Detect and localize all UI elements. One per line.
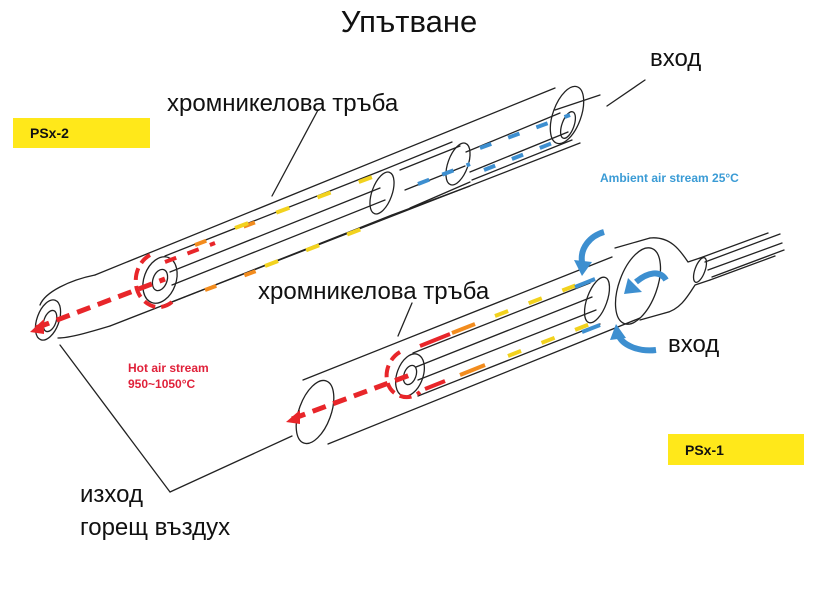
heater-psx1 <box>295 232 785 445</box>
page-title: Упътване <box>340 4 478 39</box>
tag-psx2-label: PSx-2 <box>30 125 69 141</box>
leader-tube-top <box>271 109 319 197</box>
hot-stream-top-arrow <box>30 319 44 334</box>
label-outlet-line1: изход <box>80 481 143 508</box>
leader-tube-bottom <box>397 302 413 337</box>
tag-psx2: PSx-2 <box>13 118 150 148</box>
hot-air-label-line1: Hot air stream <box>128 361 209 375</box>
label-inlet-top: вход <box>650 45 702 72</box>
flow-top-blue-c <box>483 138 561 172</box>
inlet-arrow-right-head <box>624 278 642 294</box>
inlet-arrow-top <box>578 229 605 263</box>
flow-top-blue-a <box>417 162 471 186</box>
flow-bottom-blue-a <box>574 277 596 289</box>
inlet-arrow-right <box>634 270 669 285</box>
leader-inlet-top <box>606 79 646 107</box>
flow-bottom-b-yellow <box>507 322 591 358</box>
tag-psx1: PSx-1 <box>668 434 804 465</box>
ambient-air-label: Ambient air stream 25°C <box>600 171 739 185</box>
hot-swirl-top <box>133 253 174 310</box>
hot-stream-top <box>35 276 166 331</box>
leader-outlet-2 <box>169 435 293 493</box>
hot-stream-bottom-arrow <box>286 410 300 424</box>
label-tube-top: хромникелова тръба <box>167 90 399 117</box>
flow-top-a-red <box>164 241 216 264</box>
flow-bottom-b-red <box>424 379 446 391</box>
label-inlet-bottom: вход <box>668 331 720 358</box>
tag-psx1-label: PSx-1 <box>685 441 724 458</box>
label-tube-bottom: хромникелова тръба <box>258 278 490 305</box>
hot-stream-bottom <box>291 372 411 422</box>
flow-bottom-a-yellow <box>494 278 591 318</box>
flow-bottom-blue-b <box>581 323 601 334</box>
flow-bottom-b-orange <box>459 363 486 377</box>
inlet-arrow-bottom-head <box>610 324 626 340</box>
flow-bottom-a-red <box>419 332 451 348</box>
label-outlet-line2: горещ въздух <box>80 514 231 541</box>
leader-outlet <box>59 344 171 493</box>
hot-air-label-line2: 950~1050°C <box>128 377 196 391</box>
inlet-arrow-top-head <box>574 260 592 276</box>
flow-bottom-a-orange <box>451 322 476 335</box>
